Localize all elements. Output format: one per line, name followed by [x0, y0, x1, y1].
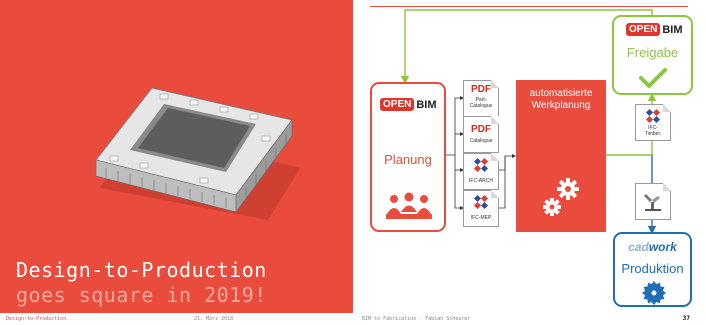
doc-label: IFC-ARCH	[469, 178, 493, 184]
planung-label: Planung	[384, 152, 432, 167]
ifc-arch-doc: IFC-ARCH	[463, 153, 499, 190]
openbim-text: BIM	[662, 23, 683, 36]
openbim-text: BIM	[416, 98, 437, 111]
pdf-label: PDF	[471, 84, 491, 95]
machine-file-doc	[635, 183, 671, 220]
ifc-mep-doc: IFC-MEP	[463, 190, 499, 227]
pdf-catalogue-doc: PDF Catalogue	[463, 116, 499, 153]
headline-line-2: goes square in 2019!	[16, 283, 267, 307]
footer-brand: Design-to-Production	[6, 316, 67, 322]
title-slide-panel: Design-to-Production goes square in 2019…	[0, 0, 353, 313]
werkplanung-box: automatisierte Werkplanung	[516, 80, 606, 232]
doc-label: Catalogue	[469, 138, 493, 144]
pdf-label: PDF	[471, 124, 491, 135]
ifc-logo-icon	[645, 108, 661, 124]
building-render-image	[95, 87, 300, 220]
gears-icon	[543, 178, 579, 216]
top-rule	[370, 6, 688, 7]
doc-label: IFC- Timber.	[644, 125, 662, 137]
werkplanung-line-2: Werkplanung	[531, 100, 591, 111]
ifc-timber-doc: IFC- Timber.	[635, 104, 671, 141]
werkplanung-line-1: automatisierte	[529, 88, 593, 99]
headline-line-1: Design-to-Production	[16, 258, 267, 282]
planung-box: OPEN BIM Planung	[370, 82, 446, 232]
openbim-pill: OPEN	[626, 23, 661, 36]
openbim-logo: OPEN BIM	[380, 98, 437, 111]
pdf-part-catalogue-doc: PDF Part- Catalogue	[463, 80, 499, 117]
openbim-logo: OPEN BIM	[626, 23, 683, 36]
freigabe-label: Freigabe	[626, 45, 679, 60]
team-icon	[386, 192, 432, 219]
page-number: 37	[682, 315, 690, 322]
cadwork-logo: cadwork	[615, 240, 690, 254]
cadwork-work: work	[648, 240, 677, 254]
cadwork-cad: cad	[628, 240, 649, 254]
doc-label: Part- Catalogue	[469, 97, 493, 109]
ifc-logo-icon	[473, 194, 489, 210]
footer-title: BIM to Fabrication - Fabian Scheurer	[362, 316, 471, 322]
footer-date: 21. März 2018	[194, 316, 234, 322]
openbim-pill: OPEN	[380, 98, 415, 111]
freigabe-box: OPEN BIM Freigabe	[612, 15, 693, 95]
produktion-box: cadwork Produktion	[613, 232, 692, 307]
doc-label: IFC-MEP	[470, 215, 492, 221]
machine-icon	[644, 194, 661, 211]
checkmark-icon	[639, 68, 667, 88]
ifc-logo-icon	[473, 157, 489, 173]
produktion-label: Produktion	[621, 261, 684, 276]
saw-blade-icon	[642, 281, 666, 305]
